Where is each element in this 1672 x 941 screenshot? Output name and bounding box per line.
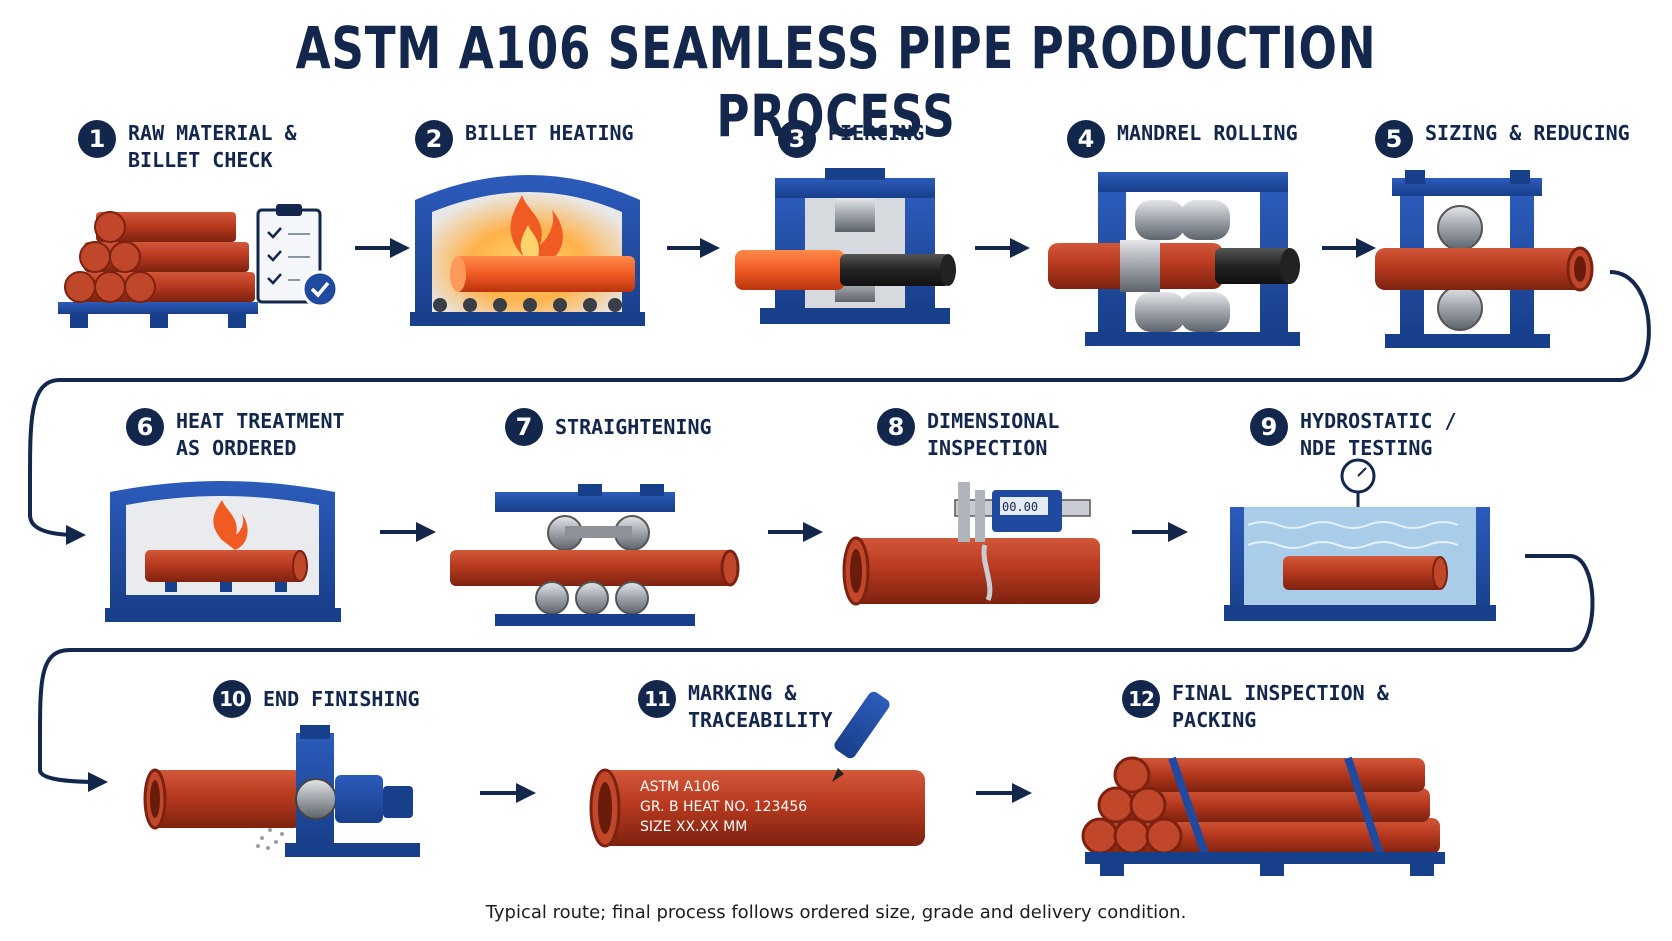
step-arrows	[355, 238, 1376, 803]
mandrel-rolling-illustration	[1048, 172, 1300, 346]
step-number-badge: 10	[213, 680, 251, 718]
piercing-mill-illustration	[735, 168, 956, 324]
marked-pipe-illustration: ASTM A106 GR. B HEAT NO. 123456 SIZE XX.…	[589, 691, 925, 848]
caliper-inspection-illustration: 00.00	[842, 482, 1100, 606]
step-1: 1 RAW MATERIAL & BILLET CHECK	[78, 120, 297, 174]
step-number-badge: 9	[1250, 408, 1288, 446]
step-5: 5 SIZING & REDUCING	[1375, 120, 1630, 158]
step-11: 11 MARKING & TRACEABILITY	[638, 680, 833, 734]
heating-furnace-illustration	[410, 175, 645, 326]
step-10: 10 END FINISHING	[213, 680, 420, 718]
step-label: BILLET HEATING	[465, 121, 634, 145]
step-number-badge: 11	[638, 680, 676, 718]
step-number-badge: 12	[1122, 680, 1160, 718]
step-label: HEAT TREATMENT AS ORDERED	[176, 409, 345, 460]
step-label: END FINISHING	[263, 687, 420, 711]
step-4: 4 MANDREL ROLLING	[1067, 120, 1298, 158]
straightening-machine-illustration	[450, 484, 740, 626]
end-finishing-illustration	[143, 725, 420, 857]
step-2: 2 BILLET HEATING	[415, 120, 634, 158]
flow-connector-row2-row3	[38, 554, 1595, 792]
step-label: MARKING & TRACEABILITY	[688, 681, 833, 732]
step-label: FINAL INSPECTION & PACKING	[1172, 681, 1389, 732]
step-7: 7 STRAIGHTENING	[505, 408, 712, 446]
footnote: Typical route; final process follows ord…	[485, 902, 1187, 923]
caliper-readout: 00.00	[1002, 500, 1038, 514]
step-label: STRAIGHTENING	[555, 415, 712, 439]
heat-treatment-furnace-illustration	[105, 481, 341, 622]
step-6: 6 HEAT TREATMENT AS ORDERED	[126, 408, 345, 462]
step-9: 9 HYDROSTATIC / NDE TESTING	[1250, 408, 1457, 462]
step-number-badge: 1	[78, 120, 116, 158]
step-label: MANDREL ROLLING	[1117, 121, 1298, 145]
step-number-badge: 4	[1067, 120, 1105, 158]
step-3: 3 PIERCING	[778, 120, 924, 158]
step-number-badge: 6	[126, 408, 164, 446]
step-12: 12 FINAL INSPECTION & PACKING	[1122, 680, 1389, 734]
step-number-badge: 5	[1375, 120, 1413, 158]
marker-pen-icon	[832, 691, 890, 782]
step-number-badge: 7	[505, 408, 543, 446]
flow-connector-row1-row2	[28, 270, 1651, 545]
sizing-mill-illustration	[1375, 170, 1594, 348]
step-number-badge: 8	[877, 408, 915, 446]
page-title: ASTM A106 SEAMLESS PIPE PRODUCTION PROCE…	[295, 14, 1377, 150]
marking-line-1: ASTM A106	[640, 779, 720, 795]
billet-stack-illustration	[58, 204, 339, 328]
step-8: 8 DIMENSIONAL INSPECTION	[877, 408, 1059, 462]
step-number-badge: 2	[415, 120, 453, 158]
marking-line-3: SIZE XX.XX MM	[640, 819, 747, 835]
pipe-bundle-illustration	[1081, 756, 1445, 876]
hydrostatic-tank-illustration	[1224, 458, 1496, 621]
step-label: DIMENSIONAL INSPECTION	[927, 409, 1060, 460]
step-label: RAW MATERIAL & BILLET CHECK	[128, 121, 297, 172]
step-label: PIERCING	[828, 121, 925, 145]
marking-line-2: GR. B HEAT NO. 123456	[640, 799, 807, 815]
step-number-badge: 3	[778, 120, 816, 158]
step-label: HYDROSTATIC / NDE TESTING	[1300, 409, 1457, 460]
step-label: SIZING & REDUCING	[1425, 121, 1630, 145]
